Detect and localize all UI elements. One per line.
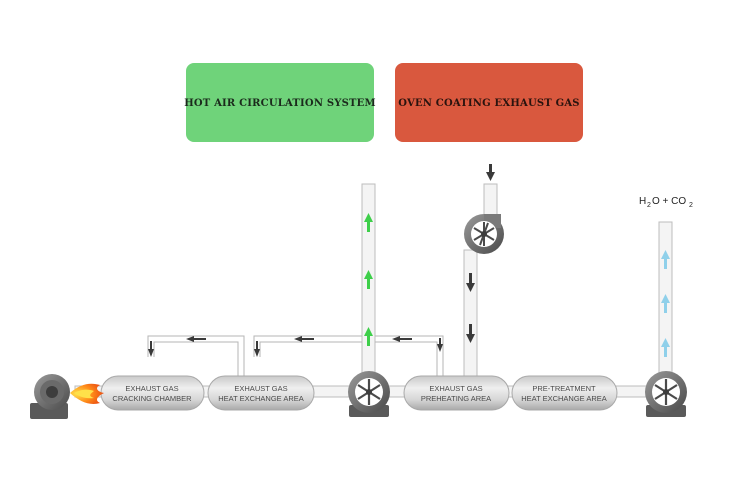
heat-exchange-label-2: HEAT EXCHANGE AREA	[218, 394, 304, 403]
blue-arrow-1	[661, 250, 670, 269]
hot-air-circulation-box: HOT AIR CIRCULATION SYSTEM	[184, 63, 376, 142]
hot-air-circulation-label: HOT AIR CIRCULATION SYSTEM	[184, 98, 376, 109]
blue-arrow-3	[661, 338, 670, 357]
arrow-left-1	[186, 336, 206, 342]
formula-o-plus-co: O + CO	[652, 196, 686, 207]
output-flow-arrows	[661, 250, 670, 357]
preheating-label-2: PREHEATING AREA	[421, 394, 491, 403]
burner-icon	[30, 374, 70, 419]
arrow-left-2	[294, 336, 314, 342]
output-formula: H 2 O + CO 2	[639, 196, 693, 209]
green-arrow-3	[364, 327, 373, 346]
exhaust-fan-icon	[464, 214, 504, 254]
arrow-down-right	[254, 341, 260, 357]
arrow-down-preheat	[437, 338, 443, 352]
output-fan-icon	[645, 371, 687, 417]
cracking-chamber-label-2: CRACKING CHAMBER	[112, 394, 192, 403]
exhaust-flow-arrows	[466, 164, 495, 343]
flame-icon	[70, 383, 104, 404]
dark-arrow-down-1	[466, 273, 475, 292]
arrow-left-3	[392, 336, 412, 342]
exhaust-inlet-pipe	[483, 183, 498, 217]
green-arrow-1	[364, 213, 373, 232]
dark-arrow-inlet	[486, 164, 495, 181]
pretreatment-label-2: HEAT EXCHANGE AREA	[521, 394, 607, 403]
preheating-label-1: EXHAUST GAS	[429, 384, 482, 393]
cracking-chamber-unit: EXHAUST GAS CRACKING CHAMBER	[100, 375, 205, 411]
exhaust-downcomer-pipe	[463, 249, 478, 385]
formula-h: H	[639, 196, 646, 207]
heat-exchange-unit: EXHAUST GAS HEAT EXCHANGE AREA	[207, 375, 315, 411]
oven-exhaust-gas-label: OVEN COATING EXHAUST GAS	[398, 98, 579, 109]
return-pipe-connector	[375, 335, 444, 376]
return-pipe-left	[147, 335, 245, 376]
pretreatment-unit: PRE-TREATMENT HEAT EXCHANGE AREA	[511, 375, 618, 411]
formula-h-sub: 2	[647, 202, 651, 209]
blue-arrow-2	[661, 294, 670, 313]
pretreatment-label-1: PRE-TREATMENT	[532, 384, 596, 393]
formula-co-sub: 2	[689, 202, 693, 209]
cracking-chamber-label-1: EXHAUST GAS	[125, 384, 178, 393]
dark-arrow-down-2	[466, 324, 475, 343]
preheating-unit: EXHAUST GAS PREHEATING AREA	[403, 375, 510, 411]
return-pipe-right	[253, 335, 362, 357]
oven-exhaust-gas-box: OVEN COATING EXHAUST GAS	[395, 63, 583, 142]
circulation-fan-icon	[348, 371, 390, 417]
return-flow-arrows	[148, 336, 443, 357]
heat-exchange-label-1: EXHAUST GAS	[234, 384, 287, 393]
hot-air-flow-arrows	[364, 213, 373, 346]
green-arrow-2	[364, 270, 373, 289]
arrow-down-left	[148, 341, 154, 357]
